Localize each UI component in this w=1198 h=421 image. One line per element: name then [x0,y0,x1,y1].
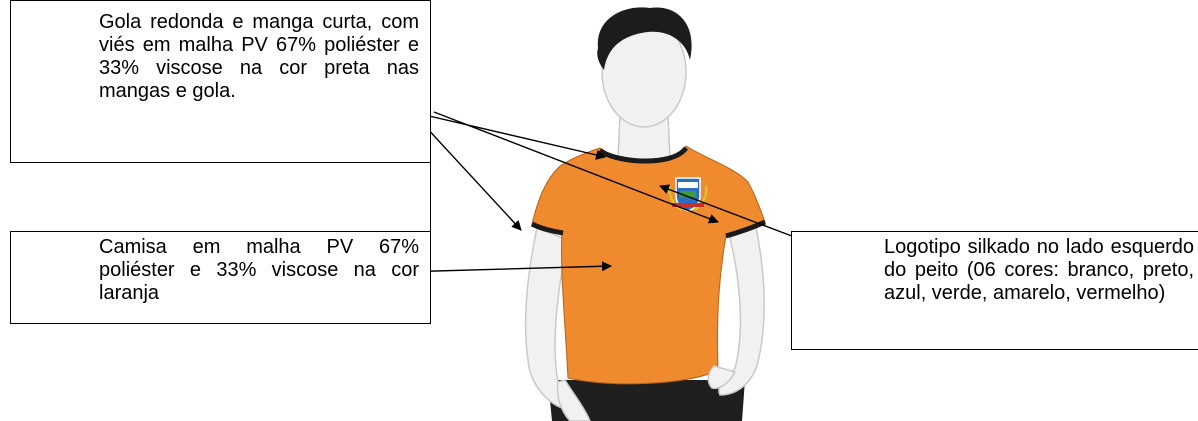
logo-annotation-text: Logotipo silkado no lado esquerdo do pei… [884,236,1194,305]
arrow-collar [412,112,605,157]
connector-line [430,163,431,233]
collar-annotation-text: Gola redonda e manga curta, com viés em … [99,11,419,103]
shirt [532,146,765,384]
logo-annotation-box: Logotipo silkado no lado esquerdo do pei… [791,231,1198,350]
collar-annotation-box: Gola redonda e manga curta, com viés em … [10,0,431,163]
fabric-annotation-box: Camisa em malha PV 67% poliéster e 33% v… [10,231,431,324]
fabric-annotation-text: Camisa em malha PV 67% poliéster e 33% v… [99,236,419,305]
